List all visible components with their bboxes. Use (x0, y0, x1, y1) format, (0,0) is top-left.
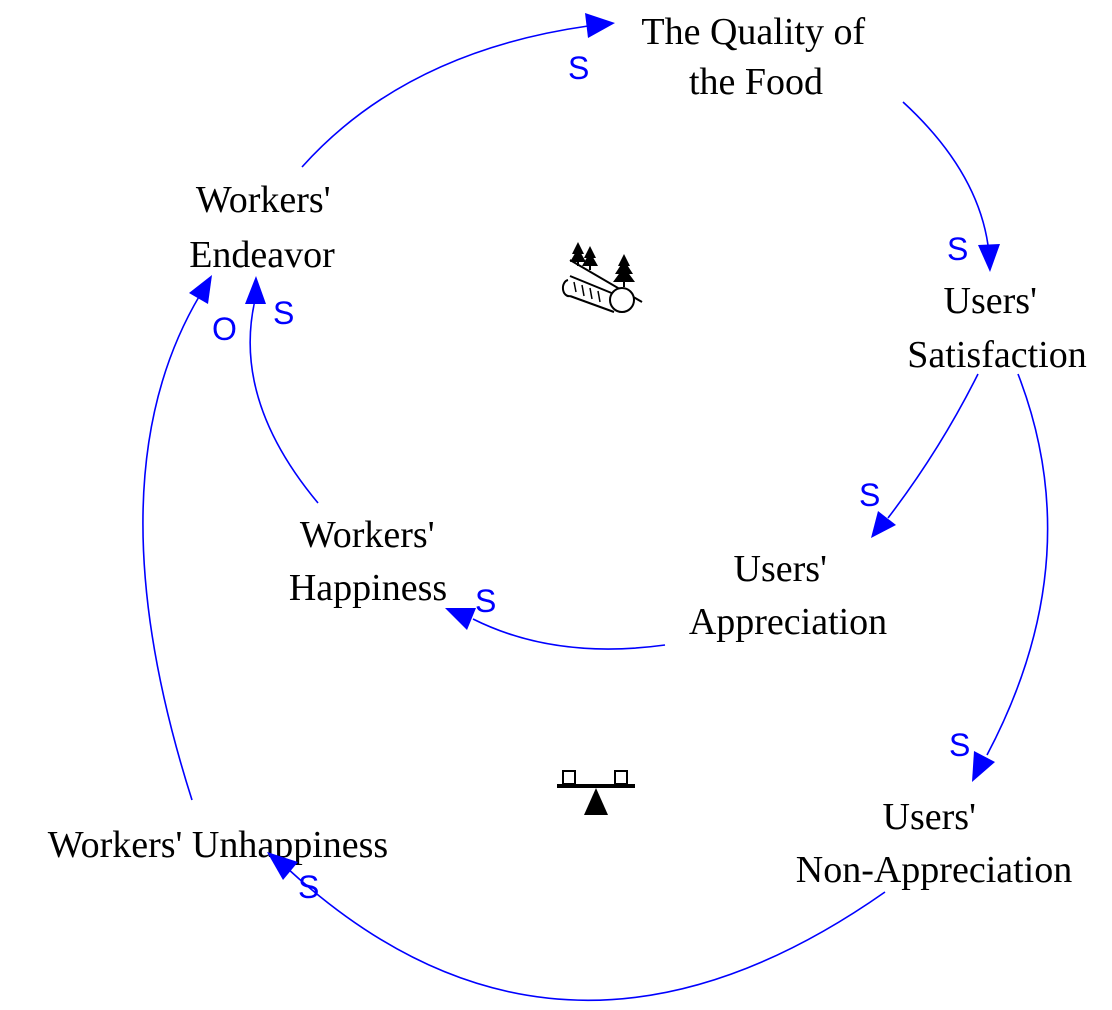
var-satisfaction-line-1: Users' (944, 280, 1037, 322)
polarity-happiness-endeavor: S (273, 295, 294, 331)
var-happiness-line-1: Workers' (300, 514, 435, 556)
var-satisfaction-line-2: Satisfaction (907, 334, 1086, 376)
arrowhead-quality (585, 13, 615, 38)
var-users-satisfaction: Users' Satisfaction (907, 280, 1086, 376)
arrowhead-appreciation (871, 511, 896, 538)
arrowhead-endeavor-from-unhappiness (189, 275, 212, 304)
arrowhead-satisfaction (978, 244, 1000, 272)
causal-links (142, 25, 1049, 1002)
link-satisfaction-to-appreciation (887, 373, 979, 519)
var-happiness-line-2: Happiness (289, 567, 447, 609)
link-quality-to-satisfaction (902, 101, 989, 246)
polarity-appreciation-happiness: S (475, 583, 496, 619)
arrowhead-unhappiness (267, 852, 298, 880)
link-appreciation-to-happiness (472, 618, 666, 650)
arrowhead-happiness (445, 608, 476, 630)
arrowhead-non-appreciation (972, 751, 995, 782)
var-endeavor-line-1: Workers' (196, 179, 331, 221)
var-users-appreciation: Users' Appreciation (689, 548, 887, 643)
polarity-satisfaction-appreciation: S (859, 477, 880, 513)
var-workers-happiness: Workers' Happiness (289, 514, 447, 609)
link-satisfaction-to-non-appreciation (986, 373, 1049, 756)
link-endeavor-to-quality (301, 25, 589, 168)
var-quality-line-1: The Quality of (641, 11, 865, 53)
polarity-quality-satisfaction: S (947, 231, 968, 267)
var-appreciation-line-1: Users' (734, 548, 827, 590)
link-unhappiness-to-endeavor (142, 294, 201, 801)
polarity-unhappiness-endeavor: O (212, 311, 237, 347)
arrowhead-endeavor-from-happiness (245, 276, 266, 304)
var-quality-line-2: the Food (689, 61, 823, 103)
polarity-satisfaction-non-appreciation: S (949, 727, 970, 763)
polarity-non-appreciation-unhappiness: S (298, 869, 319, 905)
link-happiness-to-endeavor (249, 299, 319, 504)
var-endeavor-line-2: Endeavor (189, 234, 335, 276)
var-non-appreciation-line-1: Users' (883, 796, 976, 838)
var-quality-of-food: The Quality of the Food (641, 11, 874, 103)
var-workers-endeavor: Workers' Endeavor (189, 179, 340, 276)
balance-seesaw-icon (557, 770, 635, 815)
polarity-markers: S S S S S S S O (212, 50, 970, 905)
arrowheads (189, 13, 1000, 880)
link-non-appreciation-to-unhappiness (286, 867, 886, 1002)
snowball-loop-icon (561, 242, 643, 313)
var-workers-unhappiness: Workers' Unhappiness (48, 824, 388, 866)
var-appreciation-line-2: Appreciation (689, 601, 887, 643)
polarity-endeavor-quality: S (568, 50, 589, 86)
var-unhappiness-line-1: Workers' Unhappiness (48, 824, 388, 866)
var-non-appreciation-line-2: Non-Appreciation (796, 849, 1072, 891)
var-users-non-appreciation: Users' Non-Appreciation (796, 796, 1072, 891)
